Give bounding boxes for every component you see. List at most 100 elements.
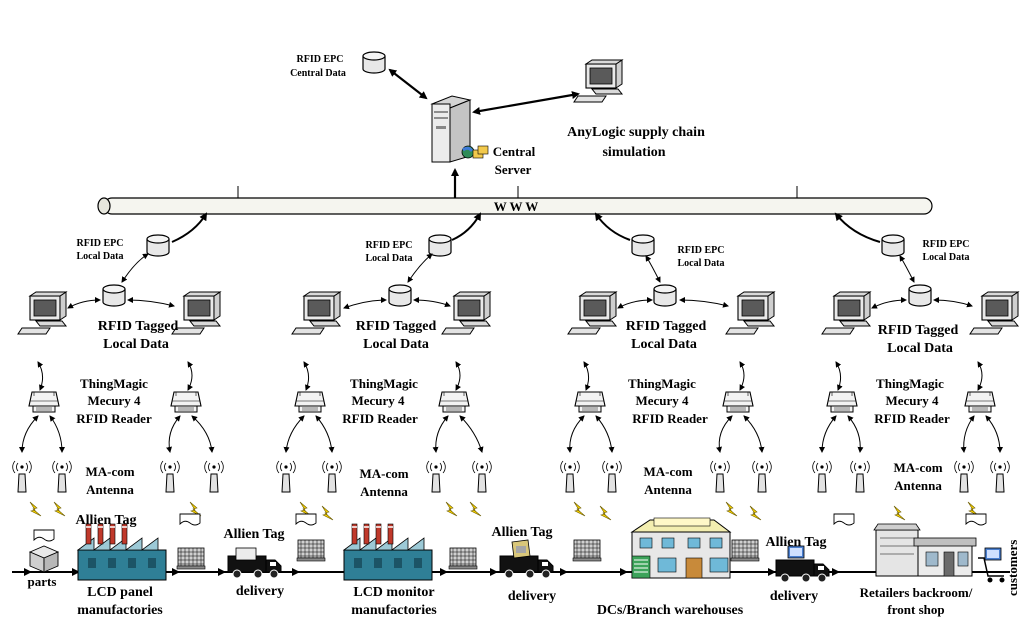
dcs-label: DCs/Branch warehouses [597, 603, 744, 618]
lightning-icon [750, 506, 761, 520]
computer-icon [172, 292, 220, 334]
rfid-reader-icon [575, 392, 605, 412]
truck-icon [228, 548, 281, 578]
tagged-data-label-1: RFID Tagged [878, 323, 959, 338]
computer-icon [726, 292, 774, 334]
lightning-icon [600, 506, 611, 520]
database-icon [389, 285, 411, 306]
lightning-icon [30, 502, 41, 516]
antenna-icon [205, 461, 224, 492]
computer-icon [574, 60, 622, 102]
tagged-data-label-2: Local Data [631, 337, 697, 352]
lightning-icon [470, 502, 481, 516]
local-to-www-arrow [452, 214, 480, 240]
reader-label-3: RFID Reader [632, 411, 708, 426]
lightning-icon [446, 502, 457, 516]
tagged-data-label-2: Local Data [363, 337, 429, 352]
rfid-reader-icon [827, 392, 857, 412]
database-icon [103, 285, 125, 306]
node-group-lcd-panel: RFID EPC Local Data RFID Tagged Local Da… [13, 214, 224, 525]
retail-label-1: Retailers backroom/ [860, 585, 973, 600]
local-to-www-arrow [836, 214, 880, 242]
www-label: W W W [494, 199, 539, 214]
database-icon [429, 235, 451, 256]
antenna-icon [991, 461, 1010, 492]
lightning-icon [54, 502, 65, 516]
reader-label-1: ThingMagic [350, 376, 418, 391]
antenna-icon [813, 461, 832, 492]
local-data-label-2: Local Data [923, 252, 970, 263]
node-group-lcd-monitor: RFID EPC Local Data RFID Tagged Local Da… [277, 214, 492, 525]
antenna-icon [561, 461, 580, 492]
tagged-data-label-1: RFID Tagged [98, 319, 179, 334]
tag-label: Allien Tag [491, 525, 552, 540]
antenna-icon [851, 461, 870, 492]
local-data-label-1: RFID EPC [77, 238, 124, 249]
lightning-icon [574, 502, 585, 516]
reader-label-1: ThingMagic [80, 376, 148, 391]
lcd-panel-label-1: LCD panel [87, 585, 153, 600]
rfid-reader-icon [723, 392, 753, 412]
local-data-label-2: Local Data [77, 251, 124, 262]
antenna-label-2: Antenna [894, 478, 942, 493]
antenna-label-2: Antenna [360, 484, 408, 499]
antenna-label-1: MA-com [359, 466, 408, 481]
rfid-reader-icon [29, 392, 59, 412]
truck-icon [776, 546, 829, 582]
antenna-label-2: Antenna [86, 482, 134, 497]
antenna-label-1: MA-com [643, 464, 692, 479]
delivery-label: delivery [236, 584, 284, 599]
antenna-label-2: Antenna [644, 482, 692, 497]
anylogic-label-2: simulation [602, 145, 665, 160]
reader-label-2: Mecury 4 [87, 393, 141, 408]
antenna-icon [603, 461, 622, 492]
computer-icon [292, 292, 340, 334]
computer-icon [568, 292, 616, 334]
anylogic-link [474, 94, 578, 112]
computer-icon [970, 292, 1018, 334]
lightning-icon [894, 506, 905, 520]
database-icon [363, 52, 385, 73]
antenna-icon [753, 461, 772, 492]
central-server-label-2: Server [495, 162, 532, 177]
reader-label-3: RFID Reader [76, 411, 152, 426]
pallet-icon [573, 540, 601, 561]
computer-icon [18, 292, 66, 334]
pallet-icon [177, 548, 205, 569]
rfid-tag-icon [180, 514, 200, 525]
local-to-www-arrow [596, 214, 630, 240]
rfid-reader-icon [965, 392, 995, 412]
antenna-icon [427, 461, 446, 492]
rfid-tag-icon [34, 530, 54, 541]
retail-label-2: front shop [887, 602, 944, 617]
local-data-label-2: Local Data [678, 258, 725, 269]
lcd-panel-label-2: manufactories [77, 603, 163, 618]
pallet-icon [449, 548, 477, 569]
lcd-monitor-label-2: manufactories [351, 603, 437, 618]
antenna-icon [323, 461, 342, 492]
local-to-www-arrow [172, 214, 206, 242]
local-data-label-1: RFID EPC [366, 240, 413, 251]
tag-label: Allien Tag [765, 535, 826, 550]
reader-label-3: RFID Reader [342, 411, 418, 426]
antenna-icon [53, 461, 72, 492]
anylogic-computer [574, 60, 622, 102]
lcd-monitor-label-1: LCD monitor [353, 585, 434, 600]
parts-label: parts [28, 574, 57, 589]
antenna-label-1: MA-com [893, 460, 942, 475]
central-data-link [390, 70, 426, 98]
tag-label: Allien Tag [223, 527, 284, 542]
database-icon [882, 235, 904, 256]
antenna-icon [161, 461, 180, 492]
local-data-label-1: RFID EPC [923, 239, 970, 250]
rfid-tag-icon [834, 514, 854, 525]
reader-label-1: ThingMagic [876, 376, 944, 391]
rfid-tag-icon [296, 514, 316, 525]
antenna-icon [13, 461, 32, 492]
delivery-label: delivery [770, 589, 818, 604]
local-data-label-1: RFID EPC [678, 245, 725, 256]
computer-icon [822, 292, 870, 334]
tag-label: Allien Tag [75, 513, 136, 528]
antenna-label-1: MA-com [85, 464, 134, 479]
